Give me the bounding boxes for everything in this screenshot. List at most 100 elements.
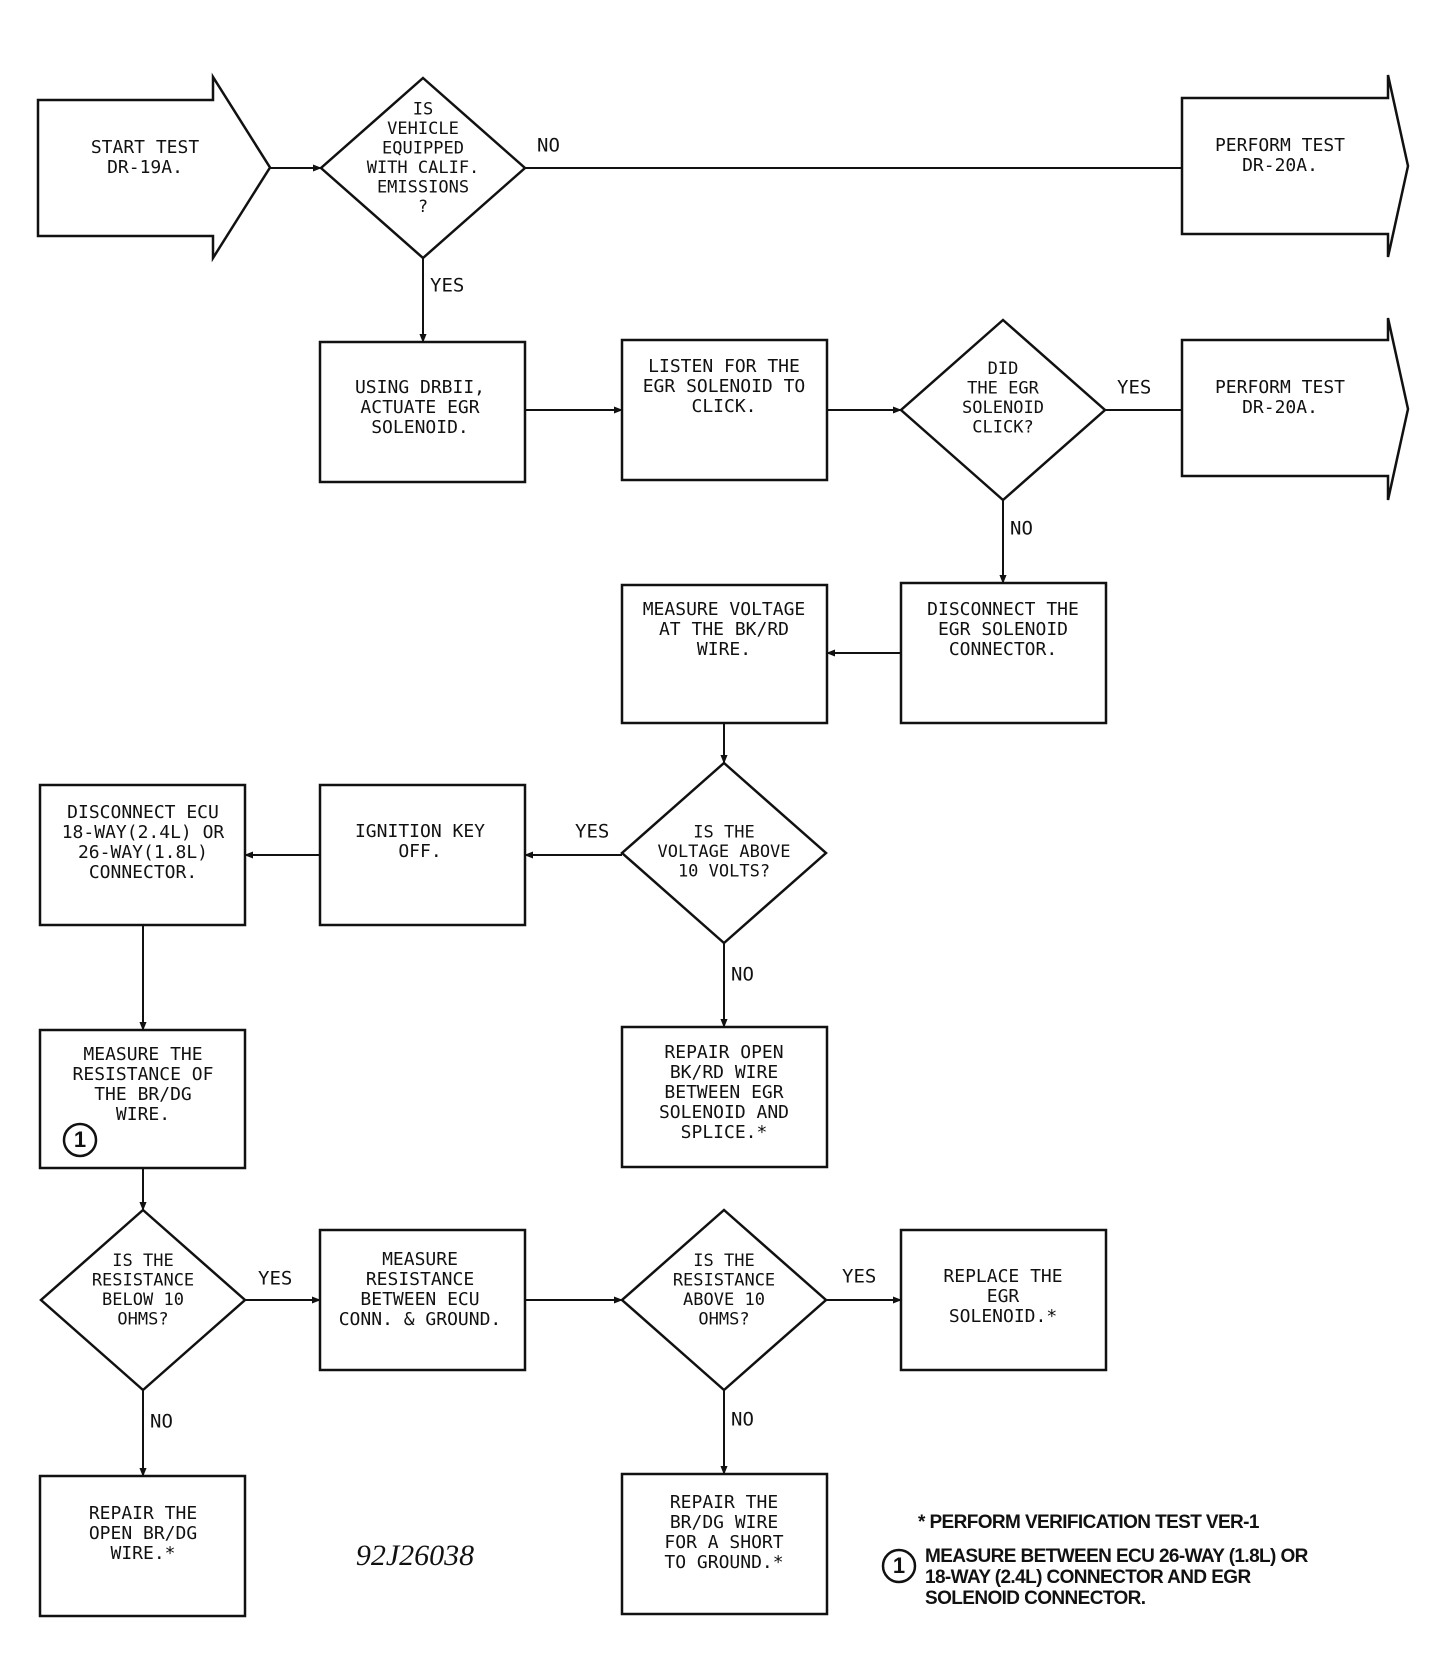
voltage-q-line: VOLTAGE ABOVE (657, 842, 790, 862)
label-no-click: NO (1010, 518, 1033, 540)
repair-short-line: BR/DG WIRE (670, 1512, 778, 1533)
listen-line: LISTEN FOR THE (648, 356, 800, 377)
listen-line: CLICK. (691, 396, 756, 417)
repair-bkrd-line: SPLICE.* (681, 1122, 768, 1143)
repair-open-brdg-line: OPEN BR/DG (89, 1523, 197, 1544)
disconnect-ecu-line: DISCONNECT ECU (67, 802, 219, 823)
calif-q-line: EQUIPPED (382, 138, 464, 158)
replace-egr-box (899, 1228, 1108, 1372)
measure-ecu-gnd-line: MEASURE (382, 1249, 458, 1270)
click-q-line: CLICK? (972, 417, 1033, 437)
disconnect-egr-box (899, 581, 1108, 725)
click-q-line: THE EGR (967, 378, 1039, 398)
click-q-line: SOLENOID (962, 398, 1044, 418)
measure-res-line: WIRE. (116, 1104, 170, 1125)
measure-voltage-line: AT THE BK/RD (659, 619, 789, 640)
replace-egr-line: SOLENOID.* (949, 1306, 1057, 1327)
measure-ecu-gnd-line: RESISTANCE (366, 1269, 474, 1290)
start-line: START TEST (91, 137, 200, 158)
listen-line: EGR SOLENOID TO (643, 376, 806, 397)
start-test-arrow (36, 72, 272, 263)
ignition-line: OFF. (398, 841, 441, 862)
repair-open-brdg-line: REPAIR THE (89, 1503, 197, 1524)
listen-click-box (620, 338, 829, 482)
calif-q-line: ? (418, 197, 428, 217)
repair-open-brdg-line: WIRE.* (110, 1543, 175, 1564)
calif-q-line: IS (413, 99, 433, 119)
perform-test-mid-arrow (1180, 317, 1410, 501)
circle-one-label: 1 (74, 1127, 86, 1152)
replace-egr-line: REPLACE THE (943, 1266, 1062, 1287)
disconnect-egr-line: EGR SOLENOID (938, 619, 1068, 640)
measure-res-line: THE BR/DG (94, 1084, 192, 1105)
actuate-line: SOLENOID. (371, 417, 469, 438)
label-yes-click: YES (1117, 377, 1151, 399)
measure-res-line: RESISTANCE OF (73, 1064, 214, 1085)
res-below-q-line: OHMS? (117, 1309, 168, 1329)
repair-short-box (620, 1472, 829, 1616)
voltage-q-line: IS THE (693, 823, 754, 843)
actuate-line: ACTUATE EGR (360, 397, 479, 418)
calif-q-line: EMISSIONS (377, 177, 469, 197)
repair-short-line: FOR A SHORT (664, 1532, 783, 1553)
repair-bkrd-line: BK/RD WIRE (670, 1062, 778, 1083)
figure-id: 92J26038 (356, 1539, 474, 1572)
click-q-line: DID (988, 359, 1019, 379)
verification-note: * PERFORM VERIFICATION TEST VER-1 (918, 1512, 1260, 1533)
actuate-line: USING DRBII, (355, 377, 485, 398)
label-yes-calif: YES (430, 275, 464, 297)
label-yes-voltage: YES (575, 821, 609, 843)
label-no-above: NO (731, 1409, 754, 1431)
repair-short-line: REPAIR THE (670, 1492, 778, 1513)
perform-top-line: DR-20A. (1242, 155, 1318, 176)
actuate-egr-box (318, 340, 527, 484)
calif-q-line: VEHICLE (387, 119, 459, 139)
label-no-voltage: NO (731, 964, 754, 986)
voltage-q-line: 10 VOLTS? (678, 862, 770, 882)
res-above-q-line: ABOVE 10 (683, 1290, 765, 1310)
disconnect-ecu-box (38, 783, 247, 927)
measure-ecu-gnd-line: CONN. & GROUND. (339, 1309, 502, 1330)
res-below-q-line: BELOW 10 (102, 1290, 184, 1310)
start-line: DR-19A. (107, 157, 183, 178)
measure-ecu-gnd-line: BETWEEN ECU (360, 1289, 479, 1310)
perform-test-top-arrow (1180, 74, 1410, 258)
label-yes-below: YES (258, 1268, 292, 1290)
disconnect-ecu-line: 18-WAY(2.4L) OR (62, 822, 225, 843)
measure-voltage-line: MEASURE VOLTAGE (643, 599, 806, 620)
repair-short-line: TO GROUND.* (664, 1552, 783, 1573)
repair-open-brdg-box (38, 1474, 247, 1618)
res-above-q-line: RESISTANCE (673, 1270, 775, 1290)
disconnect-egr-line: CONNECTOR. (949, 639, 1057, 660)
calif-q-line: WITH CALIF. (367, 158, 480, 178)
measure-voltage-line: WIRE. (697, 639, 751, 660)
label-no-below: NO (150, 1411, 173, 1433)
repair-bkrd-line: REPAIR OPEN (664, 1042, 783, 1063)
disconnect-egr-line: DISCONNECT THE (927, 599, 1079, 620)
res-above-q-line: OHMS? (698, 1309, 749, 1329)
replace-egr-line: EGR (987, 1286, 1020, 1307)
label-no-calif: NO (537, 135, 560, 157)
res-below-q-line: IS THE (112, 1251, 173, 1271)
perform-mid-line: PERFORM TEST (1215, 377, 1345, 398)
